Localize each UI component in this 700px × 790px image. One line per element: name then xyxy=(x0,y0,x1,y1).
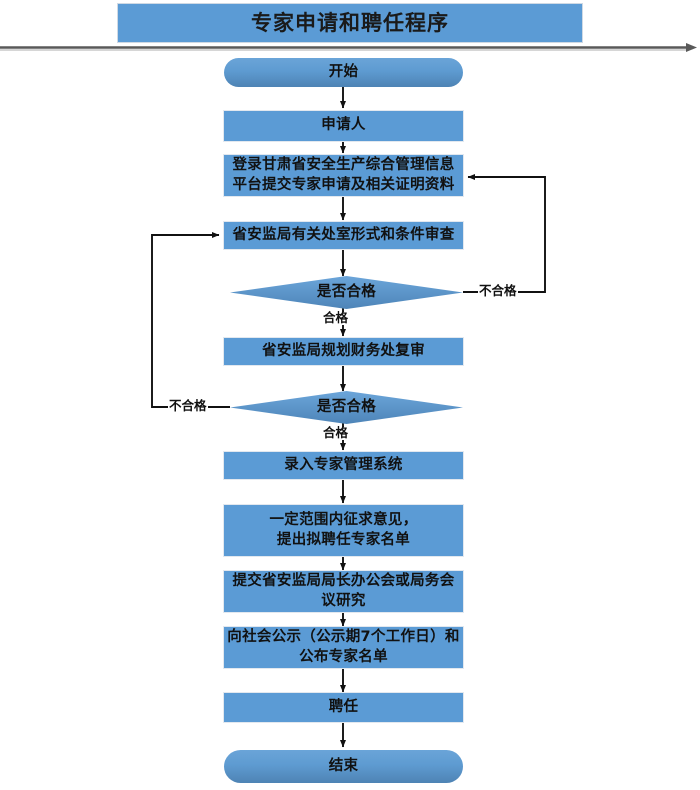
node-end: 结束 xyxy=(224,750,463,783)
node-public-notice: 向社会公示（公示期7个工作日）和 公布专家名单 xyxy=(224,627,463,668)
node-applicant-label: 申请人 xyxy=(321,117,366,134)
node-director-meeting: 提交省安监局局长办公会或局务会 议研究 xyxy=(224,571,463,612)
node-decision-first: 是否合格 xyxy=(230,276,463,309)
edge-label-first-pass-text: 合格 xyxy=(323,310,349,325)
node-first-review-label: 省安监局有关处室形式和条件审查 xyxy=(232,226,455,243)
node-solicit-opinions-label: 一定范围内征求意见， 提出拟聘任专家名单 xyxy=(269,512,418,548)
node-decision-first-label: 是否合格 xyxy=(316,284,377,301)
node-appointment: 聘任 xyxy=(224,693,463,722)
edge-label-first-fail-text: 不合格 xyxy=(479,283,517,298)
node-enter-system-label: 录入专家管理系统 xyxy=(284,456,403,473)
node-first-review: 省安监局有关处室形式和条件审查 xyxy=(224,222,463,249)
edge-label-first-pass: 合格 xyxy=(322,310,350,325)
edge-label-first-fail: 不合格 xyxy=(478,283,518,298)
node-public-notice-label: 向社会公示（公示期7个工作日）和 公布专家名单 xyxy=(227,629,460,665)
node-second-review: 省安监局规划财务处复审 xyxy=(224,338,463,365)
divider-arrow xyxy=(0,43,697,52)
node-start-label: 开始 xyxy=(328,63,359,80)
edge-label-second-pass-text: 合格 xyxy=(323,425,349,440)
node-director-meeting-label: 提交省安监局局长办公会或局务会 议研究 xyxy=(232,573,455,609)
node-end-label: 结束 xyxy=(328,757,359,774)
node-start: 开始 xyxy=(224,58,463,87)
node-applicant: 申请人 xyxy=(224,111,463,141)
edge-label-second-pass: 合格 xyxy=(322,425,350,440)
node-enter-system: 录入专家管理系统 xyxy=(224,452,463,479)
node-appointment-label: 聘任 xyxy=(328,698,359,715)
page-title-label: 专家申请和聘任程序 xyxy=(251,10,449,35)
edge-label-second-fail: 不合格 xyxy=(168,398,208,413)
edge-label-second-fail-text: 不合格 xyxy=(169,398,207,413)
node-second-review-label: 省安监局规划财务处复审 xyxy=(262,342,425,359)
node-decision-second: 是否合格 xyxy=(230,391,463,424)
node-submit-application: 登录甘肃省安全生产综合管理信息 平台提交专家申请及相关证明资料 xyxy=(224,155,463,196)
node-decision-second-label: 是否合格 xyxy=(316,399,377,416)
node-submit-application-label: 登录甘肃省安全生产综合管理信息 平台提交专家申请及相关证明资料 xyxy=(232,157,455,193)
page-title: 专家申请和聘任程序 xyxy=(118,4,582,42)
node-solicit-opinions: 一定范围内征求意见， 提出拟聘任专家名单 xyxy=(224,505,463,556)
